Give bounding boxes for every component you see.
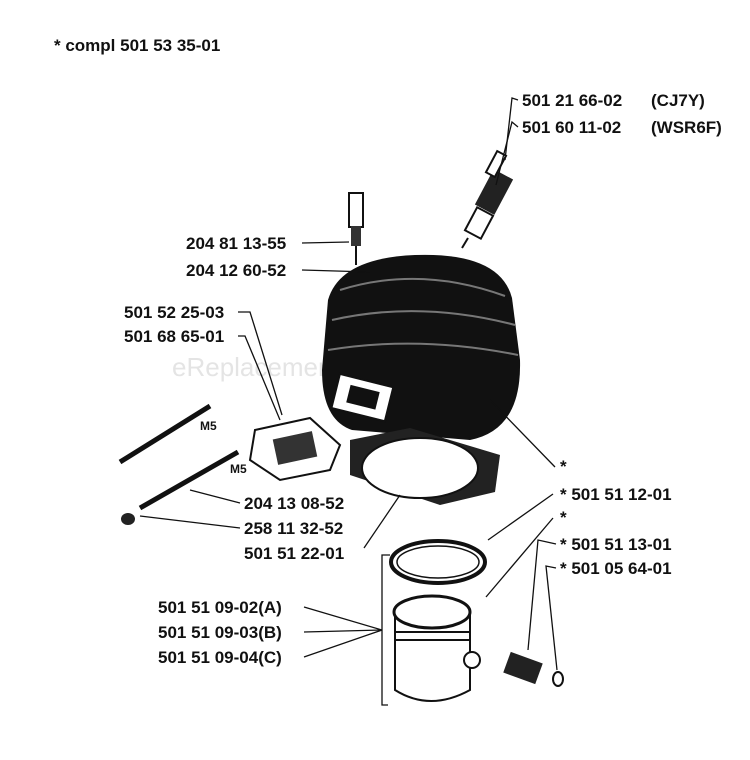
label-washer: 258 11 32-52 [244,519,343,538]
label-plug-cj7y: 501 21 66-02 [522,91,622,110]
piston [392,594,481,702]
cylinder [322,254,521,440]
label-gasket-1: 501 52 25-03 [124,303,224,322]
label-plug-wsr6f-code: (WSR6F) [651,118,722,137]
label-star-cylinder: * [560,457,567,476]
label-piston-a: 501 51 09-02(A) [158,598,282,617]
intake-gasket [248,416,342,482]
leader-lines [139,97,558,671]
piston-ring [389,539,487,585]
piston-bracket [381,554,390,706]
label-valve: 204 81 13-55 [186,234,286,253]
label-piston-c: 501 51 09-04(C) [158,648,282,667]
base-gasket [350,428,500,505]
label-plug-cj7y-code: (CJ7Y) [651,91,705,110]
spark-plug [461,149,514,249]
label-m5-lower: M5 [230,462,247,476]
label-ring: * 501 51 12-01 [560,485,672,504]
label-star-ring2: * [560,508,567,527]
piston-pin [503,651,564,687]
label-valve-2: 204 12 60-52 [186,261,286,280]
label-circlip: * 501 05 64-01 [560,559,672,578]
label-m5-upper: M5 [200,419,217,433]
label-gasket-2: 501 68 65-01 [124,327,224,346]
stud-bolts [118,403,240,525]
compl-note: * compl 501 53 35-01 [54,36,220,55]
label-pin: * 501 51 13-01 [560,535,672,554]
label-plug-wsr6f: 501 60 11-02 [522,118,621,137]
label-piston-b: 501 51 09-03(B) [158,623,282,642]
decomp-valve [348,192,364,265]
label-base-gasket: 501 51 22-01 [244,544,344,563]
label-screw: 204 13 08-52 [244,494,344,513]
